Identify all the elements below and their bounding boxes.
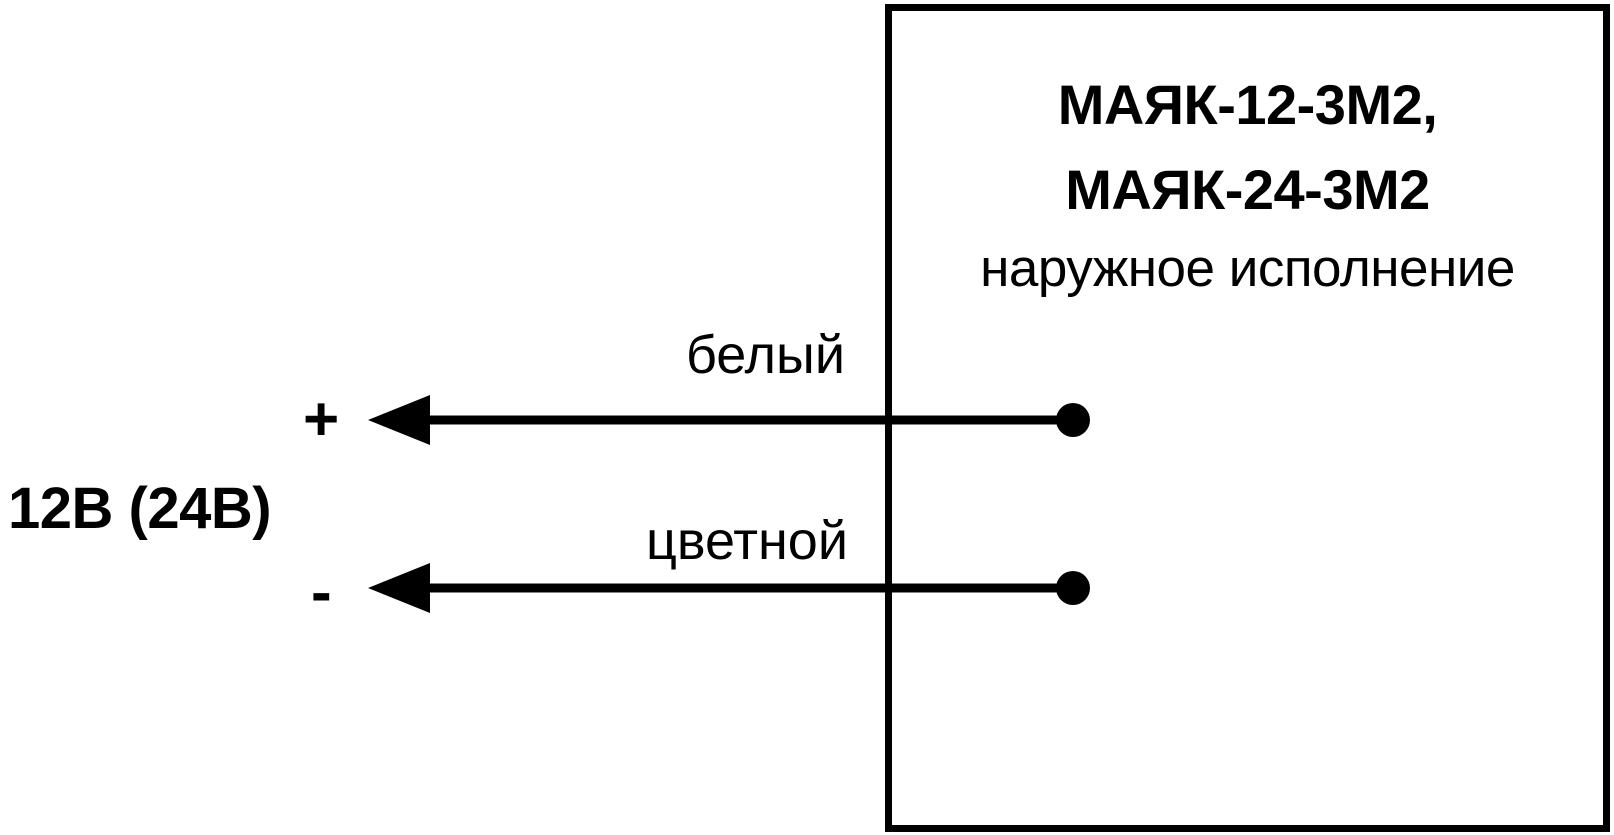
polarity-minus-sign: -: [311, 558, 332, 627]
wire-label-white: белый: [685, 325, 845, 385]
device-title-line-2: МАЯК-24-3М2: [1065, 158, 1430, 221]
device-subtitle: наружное исполнение: [980, 239, 1515, 298]
polarity-plus-sign: +: [303, 385, 340, 454]
device-label-block: МАЯК-12-3М2, МАЯК-24-3М2 наружное исполн…: [893, 62, 1602, 306]
terminal-dot-white: [1056, 403, 1090, 437]
device-title-line-1: МАЯК-12-3М2,: [1057, 73, 1438, 136]
wire-arrowhead-colored: [368, 563, 430, 613]
wire-arrowhead-white: [368, 395, 430, 445]
terminal-dot-colored: [1056, 571, 1090, 605]
wire-label-colored: цветной: [646, 511, 848, 571]
supply-voltage-label: 12В (24В): [8, 476, 272, 541]
